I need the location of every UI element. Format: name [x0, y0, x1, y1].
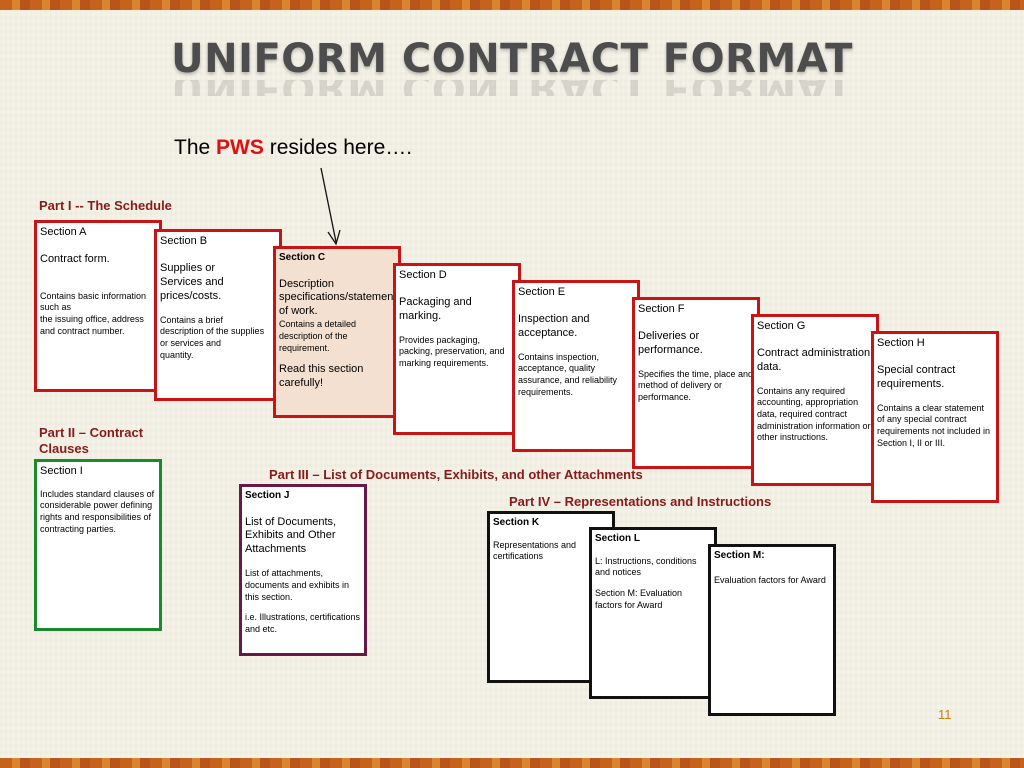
section-h-detail: Contains a clear statement of any specia… — [877, 402, 991, 448]
section-j-detail: List of attachments, documents and exhib… — [245, 568, 350, 602]
section-l-detail: Section M: Evaluation factors for Award — [595, 587, 683, 610]
section-h-box: Section H Special contract requirements.… — [871, 331, 999, 503]
section-e-title: Section E — [518, 286, 566, 298]
section-c-detail: Contains a detailed description of the r… — [279, 319, 357, 353]
section-b-detail: Contains a brief description of the supp… — [160, 314, 265, 360]
section-a-detail: Contains basic information such as the i… — [40, 290, 147, 336]
section-b-box: Section B Supplies or Services and price… — [154, 229, 282, 401]
section-k-title: Section K — [493, 517, 540, 528]
section-a-box: Section A Contract form. Contains basic … — [34, 220, 162, 392]
callout-pws: PWS — [216, 136, 264, 159]
part-2-label: Part II – Contract Clauses — [39, 425, 144, 457]
section-d-main: Packaging and marking. — [399, 295, 472, 322]
section-k-detail: Representations and certifications — [493, 539, 577, 562]
section-b-title: Section B — [160, 235, 208, 247]
section-m-title: Section M: — [714, 550, 765, 561]
section-f-detail: Specifies the time, place and method of … — [638, 368, 754, 403]
section-g-main: Contract administration data. — [757, 346, 871, 373]
section-h-main: Special contract requirements. — [877, 363, 956, 390]
section-e-detail: Contains inspection, acceptance, quality… — [518, 351, 618, 397]
callout-prefix: The — [174, 136, 217, 159]
section-j-title: Section J — [245, 490, 290, 501]
bottom-decor-bar — [0, 758, 1024, 768]
section-j-box: Section J List of Documents, Exhibits an… — [239, 484, 367, 656]
page-number: 11 — [938, 707, 952, 722]
slide-title-reflection: UNIFORM CONTRACT FORMAT — [0, 80, 1024, 96]
section-h-title: Section H — [877, 337, 925, 349]
section-g-detail: Contains any required accounting, approp… — [757, 385, 871, 443]
section-e-box: Section E Inspection and acceptance. Con… — [512, 280, 640, 452]
section-g-title: Section G — [757, 320, 806, 332]
section-l-title: Section L — [595, 533, 641, 544]
section-a-main: Contract form. — [40, 252, 110, 265]
section-i-box: Section I Includes standard clauses of c… — [34, 459, 162, 631]
section-j-note: i.e. Illustrations, certifications and e… — [245, 612, 361, 635]
part-1-label: Part I -- The Schedule — [39, 198, 172, 213]
section-i-title: Section I — [40, 465, 83, 477]
section-c-note: Read this section carefully! — [279, 363, 364, 390]
section-e-main: Inspection and acceptance. — [518, 312, 590, 339]
section-d-box: Section D Packaging and marking. Provide… — [393, 263, 521, 435]
pws-callout: The PWS resides here…. — [174, 136, 412, 160]
section-i-detail: Includes standard clauses of considerabl… — [40, 488, 155, 534]
section-l-box: Section L L: Instructions, conditions an… — [589, 527, 717, 699]
section-d-detail: Provides packaging, packing, preservatio… — [399, 334, 505, 369]
section-m-box: Section M: Evaluation factors for Award — [708, 544, 836, 716]
section-g-box: Section G Contract administration data. … — [751, 314, 879, 486]
section-c-title: Section C — [279, 252, 326, 263]
section-c-main: Description specifications/statement of … — [279, 277, 397, 318]
section-m-detail: Evaluation factors for Award — [714, 574, 826, 585]
section-c-box: Section C Description specifications/sta… — [273, 246, 401, 418]
section-f-box: Section F Deliveries or performance. Spe… — [632, 297, 760, 469]
section-f-title: Section F — [638, 303, 685, 315]
section-l-main: L: Instructions, conditions and notices — [595, 555, 697, 578]
section-a-title: Section A — [40, 226, 87, 238]
section-f-main: Deliveries or performance. — [638, 329, 703, 356]
slide-title: UNIFORM CONTRACT FORMAT — [171, 36, 853, 82]
callout-suffix: resides here…. — [263, 136, 413, 159]
part-3-label: Part III – List of Documents, Exhibits, … — [269, 467, 643, 482]
part-4-label: Part IV – Representations and Instructio… — [509, 494, 772, 509]
section-b-main: Supplies or Services and prices/costs. — [160, 261, 224, 302]
top-decor-bar — [0, 0, 1024, 10]
section-d-title: Section D — [399, 269, 447, 281]
section-j-main: List of Documents, Exhibits and Other At… — [245, 515, 337, 556]
